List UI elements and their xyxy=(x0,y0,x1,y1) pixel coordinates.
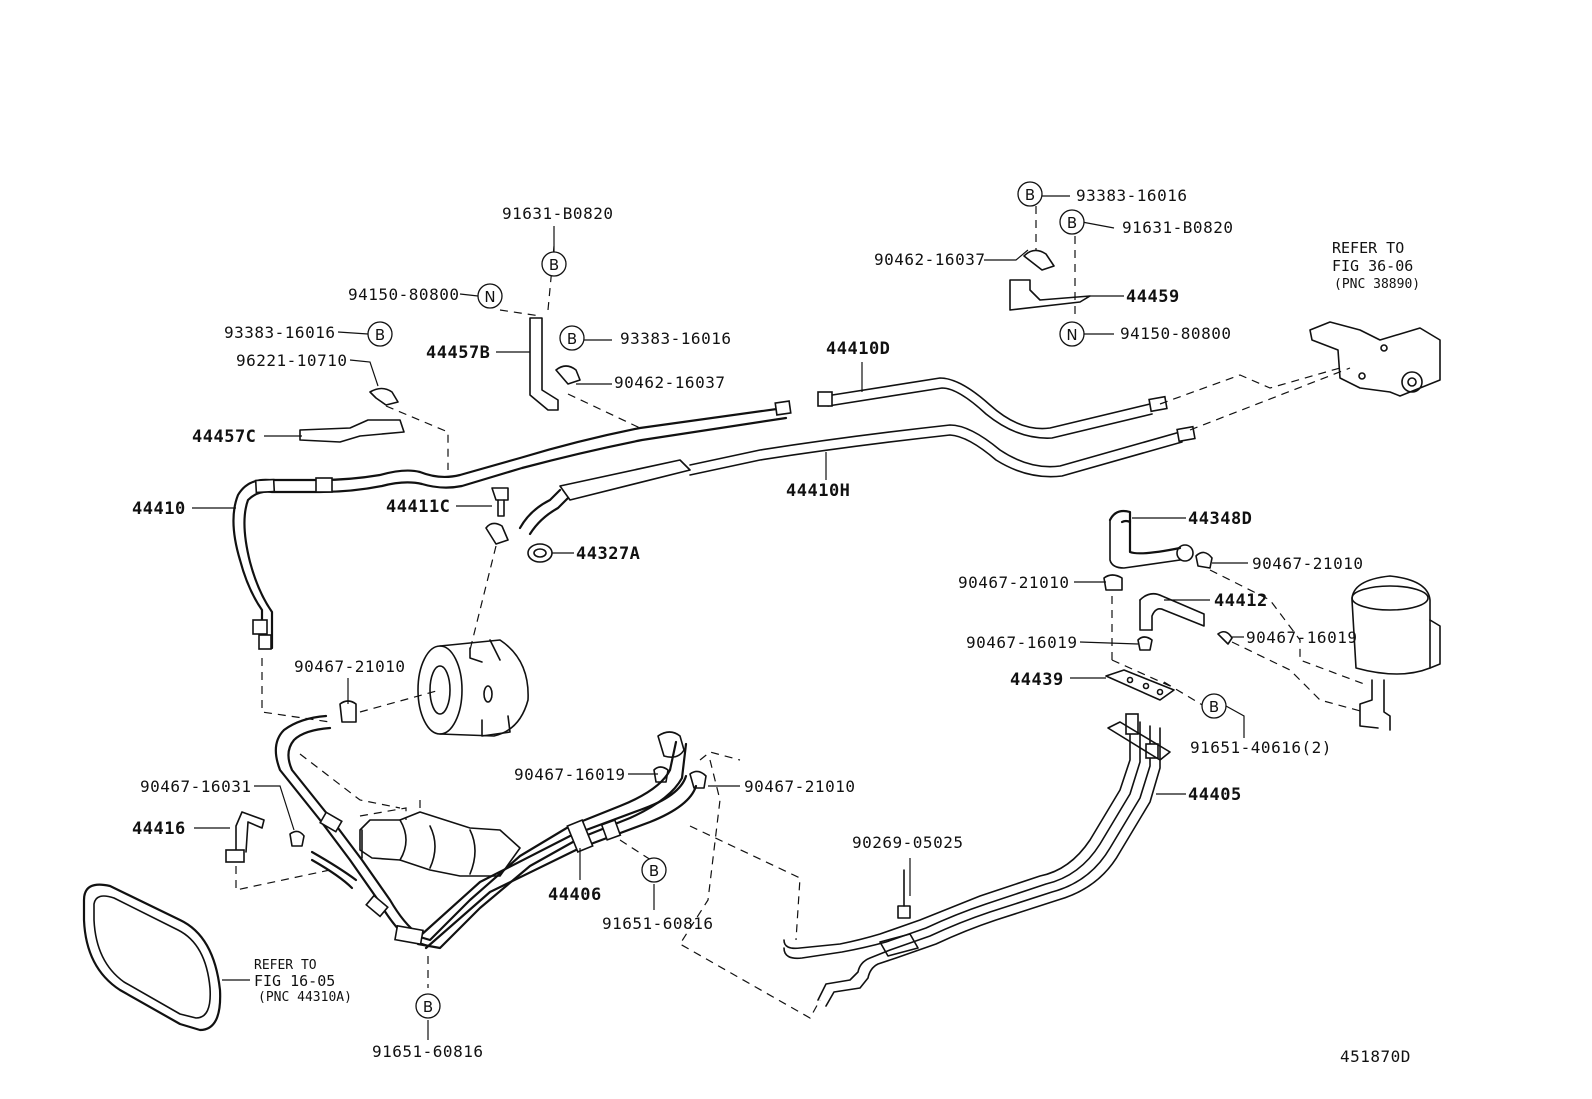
part-number-label: 94150-80800 xyxy=(348,285,459,304)
parts-linework xyxy=(82,249,1441,1032)
part-number-label: 91631-B0820 xyxy=(502,204,613,223)
svg-text:B: B xyxy=(549,256,559,274)
part-number-label: 91651-40616(2) xyxy=(1190,738,1332,757)
svg-text:B: B xyxy=(1209,698,1219,716)
part-number-label: 91631-B0820 xyxy=(1122,218,1233,237)
svg-text:B: B xyxy=(423,998,433,1016)
part-number-label: 90462-16037 xyxy=(614,373,725,392)
reference-label: 44410 xyxy=(132,499,186,519)
refer-note: REFER TO xyxy=(254,958,317,973)
svg-text:N: N xyxy=(1066,326,1077,344)
b-symbol: B xyxy=(641,857,667,883)
part-number-label: 93383-16016 xyxy=(620,329,731,348)
reference-label: 44410D xyxy=(826,339,890,359)
part-labels: 91631-B0820 94150-80800 93383-16016 9622… xyxy=(132,186,1420,1066)
reference-label: 44459 xyxy=(1126,287,1180,307)
svg-text:B: B xyxy=(567,330,577,348)
part-number-label: 93383-16016 xyxy=(1076,186,1187,205)
part-number-label: 90467-16019 xyxy=(966,633,1077,652)
circled-symbols: B N B B B B N B B B xyxy=(367,181,1227,1019)
svg-text:B: B xyxy=(375,326,385,344)
n-symbol: N xyxy=(477,283,503,309)
refer-note: FIG 16-05 xyxy=(254,972,335,990)
b-symbol: B xyxy=(1201,693,1227,719)
dashed-connections xyxy=(235,206,1365,1019)
part-number-label: 90467-21010 xyxy=(294,657,405,676)
refer-note: (PNC 44310A) xyxy=(258,990,352,1005)
b-symbol: B xyxy=(541,251,567,277)
part-number-label: 91651-60816 xyxy=(372,1042,483,1061)
b-symbol: B xyxy=(559,325,585,351)
refer-note: REFER TO xyxy=(1332,239,1404,257)
leader-lines xyxy=(192,195,1248,1040)
reference-label: 44457C xyxy=(192,427,256,447)
reference-label: 44327A xyxy=(576,544,640,564)
part-number-label: 91651-60816 xyxy=(602,914,713,933)
svg-text:B: B xyxy=(1025,186,1035,204)
part-number-label: 90467-16031 xyxy=(140,777,251,796)
part-number-label: 90467-16019 xyxy=(514,765,625,784)
reference-label: 44348D xyxy=(1188,509,1252,529)
part-number-label: 90467-21010 xyxy=(958,573,1069,592)
reference-label: 44416 xyxy=(132,819,186,839)
refer-note: (PNC 38890) xyxy=(1334,277,1420,292)
reference-label: 44439 xyxy=(1010,670,1064,690)
figure-number: 451870D xyxy=(1340,1047,1411,1066)
svg-text:N: N xyxy=(484,288,495,306)
n-symbol: N xyxy=(1059,321,1085,347)
part-number-label: 90269-05025 xyxy=(852,833,963,852)
b-symbol: B xyxy=(367,321,393,347)
svg-text:B: B xyxy=(1067,214,1077,232)
part-number-label: 96221-10710 xyxy=(236,351,347,370)
svg-text:B: B xyxy=(649,862,659,880)
reference-label: 44406 xyxy=(548,885,602,905)
reference-label: 44412 xyxy=(1214,591,1268,611)
reference-label: 44410H xyxy=(786,481,850,501)
refer-note: FIG 36-06 xyxy=(1332,257,1413,275)
part-number-label: 90467-21010 xyxy=(1252,554,1363,573)
part-number-label: 90462-16037 xyxy=(874,250,985,269)
reference-label: 44411C xyxy=(386,497,450,517)
part-number-label: 93383-16016 xyxy=(224,323,335,342)
b-symbol: B xyxy=(415,993,441,1019)
b-symbol: B xyxy=(1017,181,1043,207)
part-number-label: 90467-21010 xyxy=(744,777,855,796)
reference-label: 44405 xyxy=(1188,785,1242,805)
b-symbol: B xyxy=(1059,209,1085,235)
reference-label: 44457B xyxy=(426,343,490,363)
part-number-label: 94150-80800 xyxy=(1120,324,1231,343)
part-number-label: 90467-16019 xyxy=(1246,628,1357,647)
